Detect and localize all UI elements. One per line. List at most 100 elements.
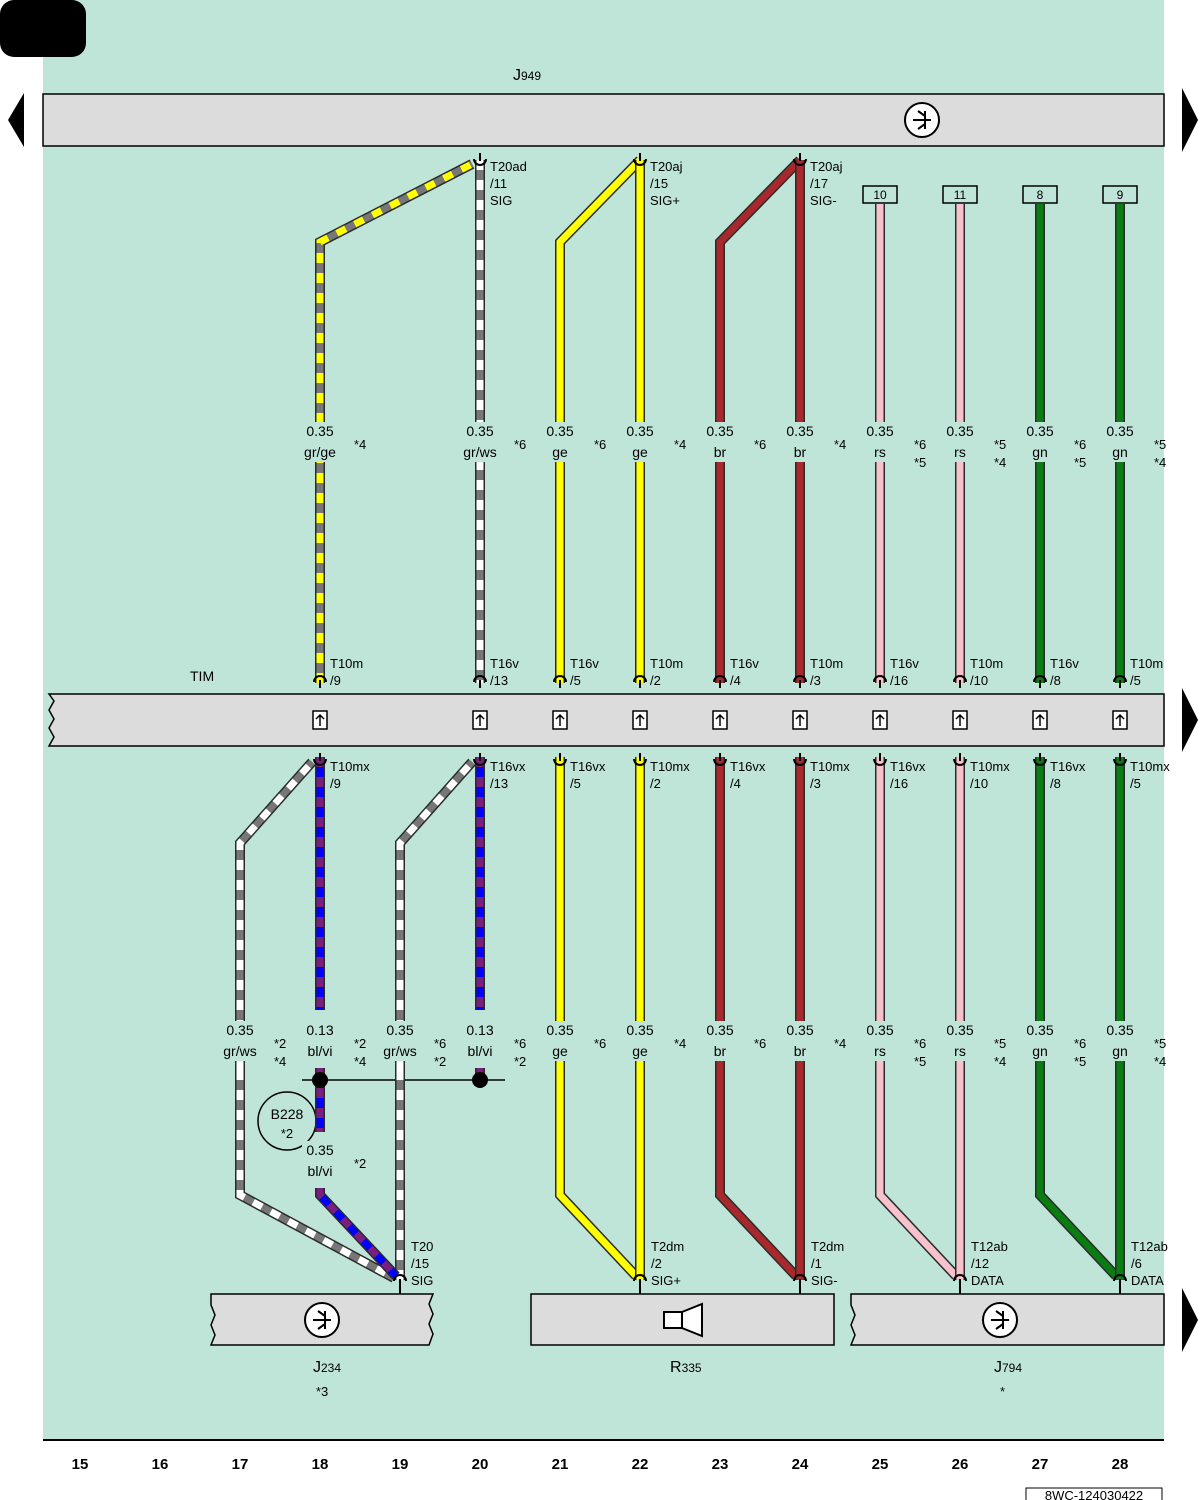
upper-wire-label-color: ge (552, 444, 568, 460)
pin-connector-icon (793, 153, 807, 166)
upper-wire-label-note: *6 (594, 437, 606, 452)
upper-wire-label-color: br (714, 444, 727, 460)
contact-icon (712, 710, 728, 730)
wire-lower[interactable] (555, 757, 640, 1280)
component-j794[interactable]: J794 * (849, 1293, 1165, 1399)
doc-id-text: 8WC-124030422 (1045, 1488, 1143, 1500)
tim-bottom-pin-label: T10mx (330, 759, 370, 774)
upper-wire-label-color: ge (632, 444, 648, 460)
lower-wire-label-note: *2 (434, 1054, 446, 1069)
ref-box[interactable] (1102, 185, 1138, 204)
ref-box[interactable] (942, 185, 978, 204)
wire-upper[interactable] (715, 156, 804, 683)
upper-wire-label-color: gr/ws (463, 444, 496, 460)
component-j949[interactable]: J949 (42, 67, 1165, 147)
wire-lower[interactable] (1035, 757, 1120, 1280)
wire-lower[interactable] (715, 757, 800, 1280)
tim-bottom-pin-label: T10mx (1130, 759, 1170, 774)
upper-wire-label-color: br (794, 444, 807, 460)
j949-pin-label: /11 (490, 176, 507, 191)
lower-wire-label-color: rs (954, 1043, 966, 1059)
wire-b228[interactable] (315, 1188, 400, 1280)
contact-icon (312, 710, 328, 730)
tim-bottom-pin-label: T10mx (650, 759, 690, 774)
pin-connector-icon (1033, 753, 1047, 766)
ref-box[interactable] (862, 185, 898, 204)
lower-wire-label-note: *6 (594, 1036, 606, 1051)
pin-connector-icon (873, 675, 887, 688)
ref-box[interactable] (1022, 185, 1058, 204)
speaker-icon (663, 1302, 703, 1338)
svg-text:R335: R335 (670, 1359, 702, 1376)
lower-wire-label-size: 0.35 (866, 1022, 893, 1038)
device-pin-label: T2dm (651, 1239, 684, 1254)
device-pin-label: /12 (971, 1256, 989, 1271)
b228-note: *2 (281, 1126, 293, 1141)
tim-top-pin-label: /2 (650, 673, 661, 688)
upper-wire-label-color: rs (874, 444, 886, 460)
j949-pin-label: T20aj (810, 159, 843, 174)
lower-wire-label-note: *6 (754, 1036, 766, 1051)
lower-wire-label-size: 0.35 (546, 1022, 573, 1038)
component-tim[interactable]: TIM (47, 668, 1165, 747)
nav-right-arrow-icon[interactable] (1182, 1288, 1198, 1352)
lower-wire-label-size: 0.35 (706, 1022, 733, 1038)
upper-wire-label-note: *4 (354, 437, 366, 452)
nav-left-arrow-icon[interactable] (8, 93, 24, 147)
column-number: 17 (232, 1456, 249, 1473)
tim-bottom-pin-label: /8 (1050, 776, 1061, 791)
doc-id: 8WC-124030422 (1025, 1487, 1163, 1500)
j949-pin-label: /15 (650, 176, 668, 191)
lower-wire-label-note: *5 (994, 1036, 1006, 1051)
nav-right-arrow-icon[interactable] (1182, 688, 1198, 752)
pin-connector-icon (553, 753, 567, 766)
device-pin-label: /15 (411, 1256, 429, 1271)
wire-lower[interactable] (235, 758, 316, 1070)
tim-top-pin-label: T10m (1130, 656, 1163, 671)
tim-bottom-pin-label: /3 (810, 776, 821, 791)
column-number: 27 (1032, 1456, 1049, 1473)
tim-bottom-pin-label: T16vx (730, 759, 766, 774)
nav-right-arrow-icon[interactable] (1182, 88, 1198, 152)
pin-connector-icon (793, 753, 807, 766)
component-r335[interactable]: R335 (530, 1293, 835, 1376)
wire-upper[interactable] (555, 156, 644, 683)
upper-wire-label-note: *6 (1074, 437, 1086, 452)
control-unit-icon (904, 102, 940, 138)
j794-note: * (1000, 1384, 1005, 1399)
lower-wire-label-size: 0.35 (1106, 1022, 1133, 1038)
page-tab[interactable] (0, 0, 86, 57)
upper-wire-label-note: *6 (514, 437, 526, 452)
ref-box-label: 9 (1117, 188, 1124, 202)
tim-bottom-pin-label: /10 (970, 776, 988, 791)
wire-upper[interactable] (315, 159, 475, 683)
wire-lower[interactable] (875, 757, 960, 1280)
tim-top-pin-label: T16v (890, 656, 919, 671)
upper-wire-label-color: gr/ge (304, 444, 336, 460)
upper-wire-label-size: 0.35 (946, 423, 973, 439)
tim-bottom-pin-label: /9 (330, 776, 341, 791)
tim-bottom-pin-label: T16vx (490, 759, 526, 774)
tim-bottom-pin-label: /13 (490, 776, 508, 791)
device-pin-label: /6 (1131, 1256, 1142, 1271)
lower-wire-label-color: ge (632, 1043, 648, 1059)
lower-wire-label-color: ge (552, 1043, 568, 1059)
lower-wire-label-color: gn (1032, 1043, 1048, 1059)
lower-wire-label-color: bl/vi (468, 1043, 493, 1059)
upper-wire-label-size: 0.35 (1026, 423, 1053, 439)
wire-lower[interactable] (235, 1070, 397, 1283)
ref-box-label: 8 (1037, 188, 1044, 202)
column-number: 21 (552, 1456, 569, 1473)
lower-wire-label-note: *6 (514, 1036, 526, 1051)
tim-bottom-pin-label: /4 (730, 776, 741, 791)
lower-wire-label-note: *5 (914, 1054, 926, 1069)
tim-top-pin-label: /3 (810, 673, 821, 688)
component-j234[interactable]: J234 *3 (209, 1293, 435, 1399)
tim-top-pin-label: T16v (570, 656, 599, 671)
lower-wire-label-size: 0.35 (386, 1022, 413, 1038)
wire-lower[interactable] (395, 758, 476, 1070)
pin-connector-icon (1033, 675, 1047, 688)
j949-pin-label: SIG+ (650, 193, 680, 208)
device-pin-label: SIG (411, 1273, 433, 1288)
control-unit-icon (982, 1302, 1018, 1338)
